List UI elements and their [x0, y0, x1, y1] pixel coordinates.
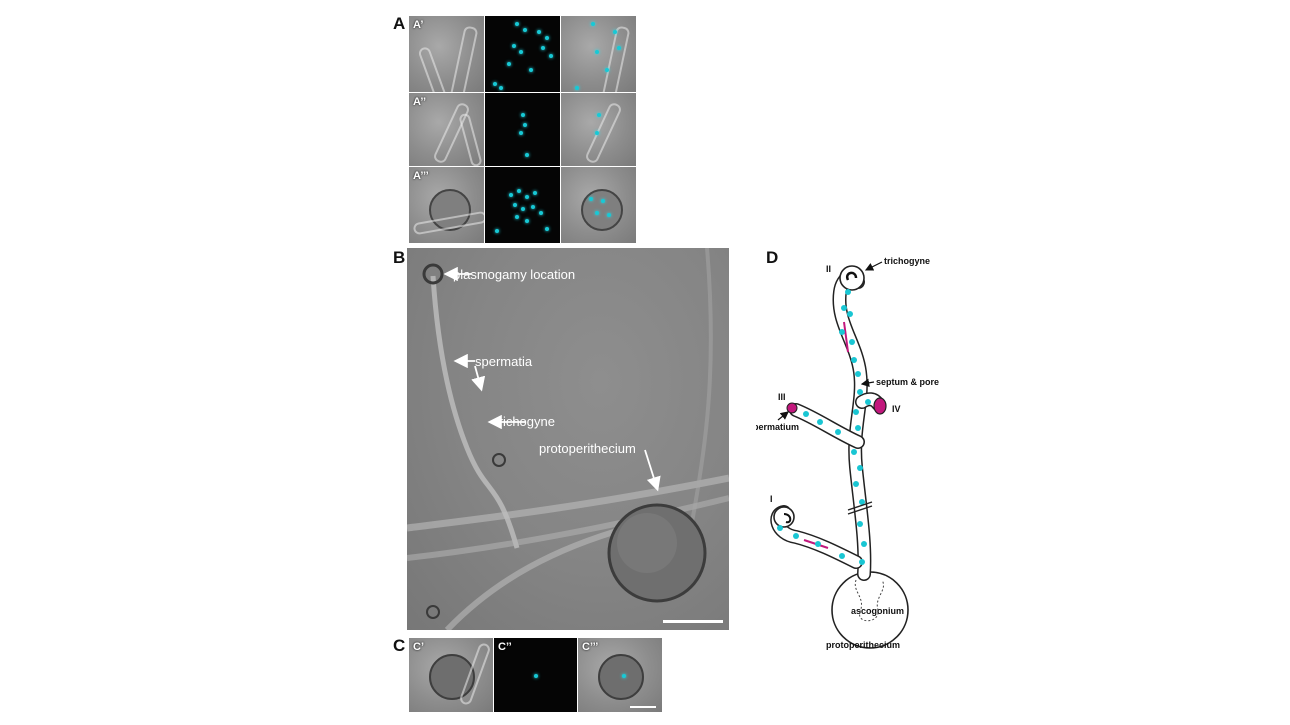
panel-c3-label: C’’’	[582, 641, 599, 653]
d-label-ascogonium: ascogonium	[851, 606, 904, 616]
panel-c-scale-bar	[630, 706, 656, 708]
panel-c1-brightfield: C’	[409, 638, 493, 712]
d-label-roman-i: I	[770, 494, 773, 504]
label-plasmogamy-location: plasmogamy location	[453, 267, 576, 282]
label-spermatia: spermatia	[475, 354, 533, 369]
panel-c1-label: C’	[413, 641, 424, 653]
panel-a3-fluorescence	[485, 167, 560, 243]
panel-b-hyphae-drawing	[407, 248, 729, 630]
panel-d-letter: D	[766, 248, 779, 267]
panel-a3-brightfield: A’’’	[409, 167, 484, 243]
panel-c2-fluorescence: C’’	[494, 638, 577, 712]
panel-a3-merge	[561, 167, 636, 243]
d-label-trichogyne: trichogyne	[884, 256, 930, 266]
panel-c3-merge: C’’’	[578, 638, 662, 712]
panel-a2-label: A’’	[413, 96, 427, 108]
panel-a1-brightfield: A’	[409, 16, 484, 92]
panel-d-schematic: trichogyne septum & pore spermatium asco…	[756, 256, 939, 650]
panel-b-micrograph: plasmogamy location spermatia trichogyne…	[407, 248, 729, 630]
panel-b-scale-bar	[663, 620, 723, 623]
label-trichogyne: trichogyne	[495, 414, 555, 429]
d-label-roman-iii: III	[778, 392, 786, 402]
d-label-protoperithecium: protoperithecium	[826, 640, 900, 650]
panel-b-letter: B	[393, 248, 406, 267]
panel-a1-merge	[561, 16, 636, 92]
panel-a2-fluorescence	[485, 93, 560, 166]
panel-a-letter: A	[393, 14, 406, 33]
panel-a2-brightfield: A’’	[409, 93, 484, 166]
label-protoperithecium: protoperithecium	[539, 441, 636, 456]
d-label-spermatium: spermatium	[756, 422, 799, 432]
d-label-roman-iv: IV	[892, 404, 901, 414]
panel-a2-merge	[561, 93, 636, 166]
panel-a1-fluorescence	[485, 16, 560, 92]
panel-a3-label: A’’’	[413, 170, 429, 182]
d-label-septum-pore: septum & pore	[876, 377, 939, 387]
d-label-roman-ii: II	[826, 264, 831, 274]
panel-a1-label: A’	[413, 19, 424, 31]
panel-c-letter: C	[393, 636, 406, 655]
panel-b-annotation-arrows	[443, 266, 661, 492]
panel-c2-label: C’’	[498, 641, 512, 653]
